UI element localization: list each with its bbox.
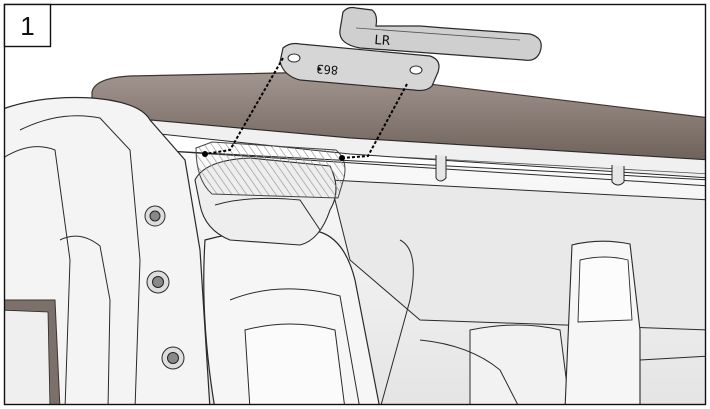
- hatched-adhesive-area: [195, 141, 346, 199]
- clip-lower-label: 863: [316, 62, 339, 77]
- clip-upper-label: LR: [374, 33, 391, 49]
- vehicle-interior-illustration: LR 863: [4, 6, 706, 405]
- step-number: 1: [20, 11, 34, 41]
- figure-frame: [3, 3, 707, 406]
- screw-2: [146, 270, 170, 294]
- screw-3: [161, 346, 185, 370]
- right-frame: [469, 324, 570, 405]
- placement-leader-lines: [204, 57, 408, 159]
- step-number-box: [3, 3, 52, 48]
- clip-upper: LR: [339, 6, 542, 61]
- rod: [435, 155, 447, 182]
- clip-lower: 863: [279, 42, 440, 92]
- screw-1: [144, 205, 166, 227]
